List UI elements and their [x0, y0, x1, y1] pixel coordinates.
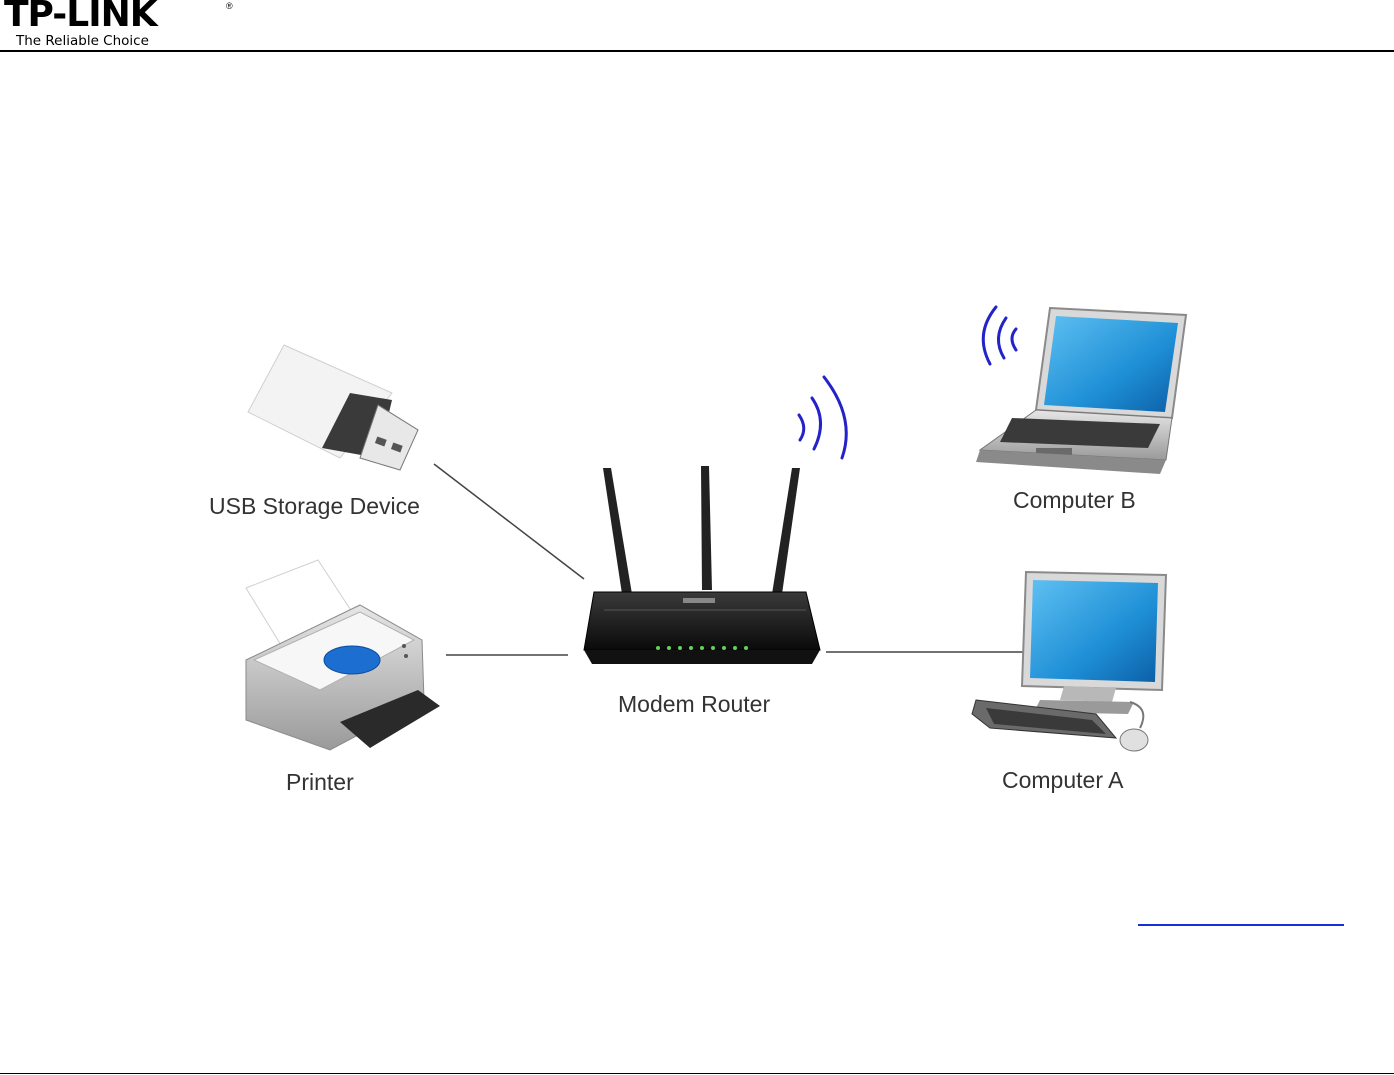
printer-label: Printer: [286, 769, 354, 795]
router-wifi-signal-icon: [797, 375, 848, 460]
computer-a-label: Computer A: [1002, 767, 1124, 793]
computer-b-label: Computer B: [1013, 487, 1136, 513]
router-status-leds: [656, 646, 748, 650]
tp-link-logo: TP-LINK ® The Reliable Choice: [4, 0, 244, 52]
logo-registered-mark: ®: [226, 1, 233, 11]
modem-router-label: Modem Router: [618, 691, 770, 717]
hyperlink-underline: [1138, 924, 1344, 926]
logo-tagline: The Reliable Choice: [16, 33, 149, 49]
desktop-computer-icon: [971, 570, 1168, 752]
logo-wordmark: TP-LINK: [4, 0, 158, 35]
footer-divider: [0, 1073, 1394, 1074]
usb-router-cable: [433, 463, 585, 580]
printer-icon: [245, 559, 440, 751]
modem-router-icon: [583, 466, 821, 664]
usb-storage-label: USB Storage Device: [209, 493, 420, 519]
laptop-icon: [976, 306, 1188, 474]
usb-storage-icon: [247, 344, 419, 471]
laptop-wifi-signal-icon: [981, 305, 1018, 366]
header-divider: [0, 50, 1394, 52]
